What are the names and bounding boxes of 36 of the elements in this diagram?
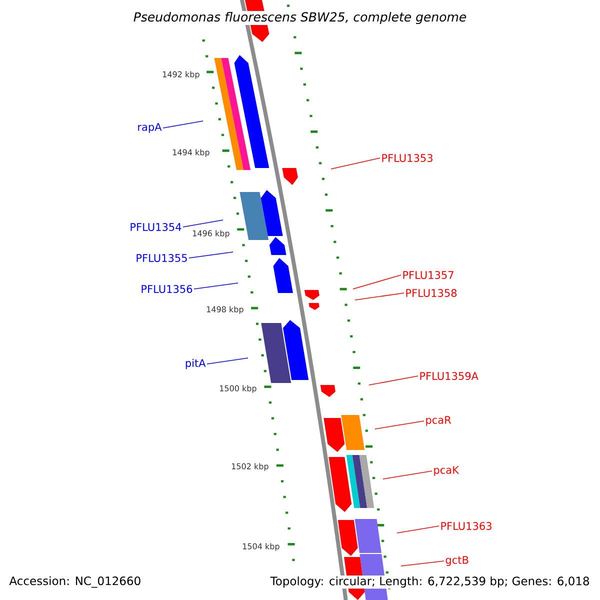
gene-label: PFLU1357 <box>403 271 454 279</box>
gene-label: gctB <box>446 556 468 566</box>
summary-text: Topology: circular; Length: 6,722,539 bp; Genes: 6,018 <box>269 575 591 589</box>
leader-line <box>182 220 224 228</box>
leader-line <box>400 560 444 566</box>
gene-label: pcaR <box>426 416 452 426</box>
tick-label: 1500 kbp <box>220 385 256 393</box>
gene-label: pcaK <box>434 466 460 476</box>
gene-label: PFLU1353 <box>382 154 432 162</box>
leader-line <box>206 358 248 364</box>
gene-label: PFLU1354 <box>130 223 182 231</box>
leader-line <box>188 252 234 258</box>
tick-label: 1504 kbp <box>243 543 280 551</box>
gene-label: rapA <box>138 123 162 133</box>
leader-line <box>368 376 418 386</box>
leader-line <box>374 420 424 430</box>
tick-label: 1492 kbp <box>163 71 200 79</box>
leader-line <box>162 120 204 128</box>
leader-line <box>352 274 402 290</box>
leader-line <box>194 282 238 290</box>
gene-label: PFLU1359A <box>420 372 478 380</box>
tick-label: 1496 kbp <box>193 230 230 238</box>
gene-label: PFLU1363 <box>441 522 492 530</box>
leader-line <box>354 292 404 300</box>
leader-line <box>330 158 380 170</box>
accession-text: Accession: NC_012660 <box>8 575 142 589</box>
gene-label: PFLU1355 <box>136 254 187 262</box>
tick-label: 1494 kbp <box>173 149 210 157</box>
tick-label: 1498 kbp <box>207 306 244 314</box>
gene-label: PFLU1356 <box>142 285 192 293</box>
gene-label: PFLU1358 <box>406 289 457 297</box>
tick-label: 1502 kbp <box>232 463 268 471</box>
leader-line <box>396 526 440 534</box>
leader-line <box>382 470 432 480</box>
title: Pseudomonas fluorescens SBW25, complete genome <box>132 10 468 26</box>
gene-label: pitA <box>186 358 206 370</box>
